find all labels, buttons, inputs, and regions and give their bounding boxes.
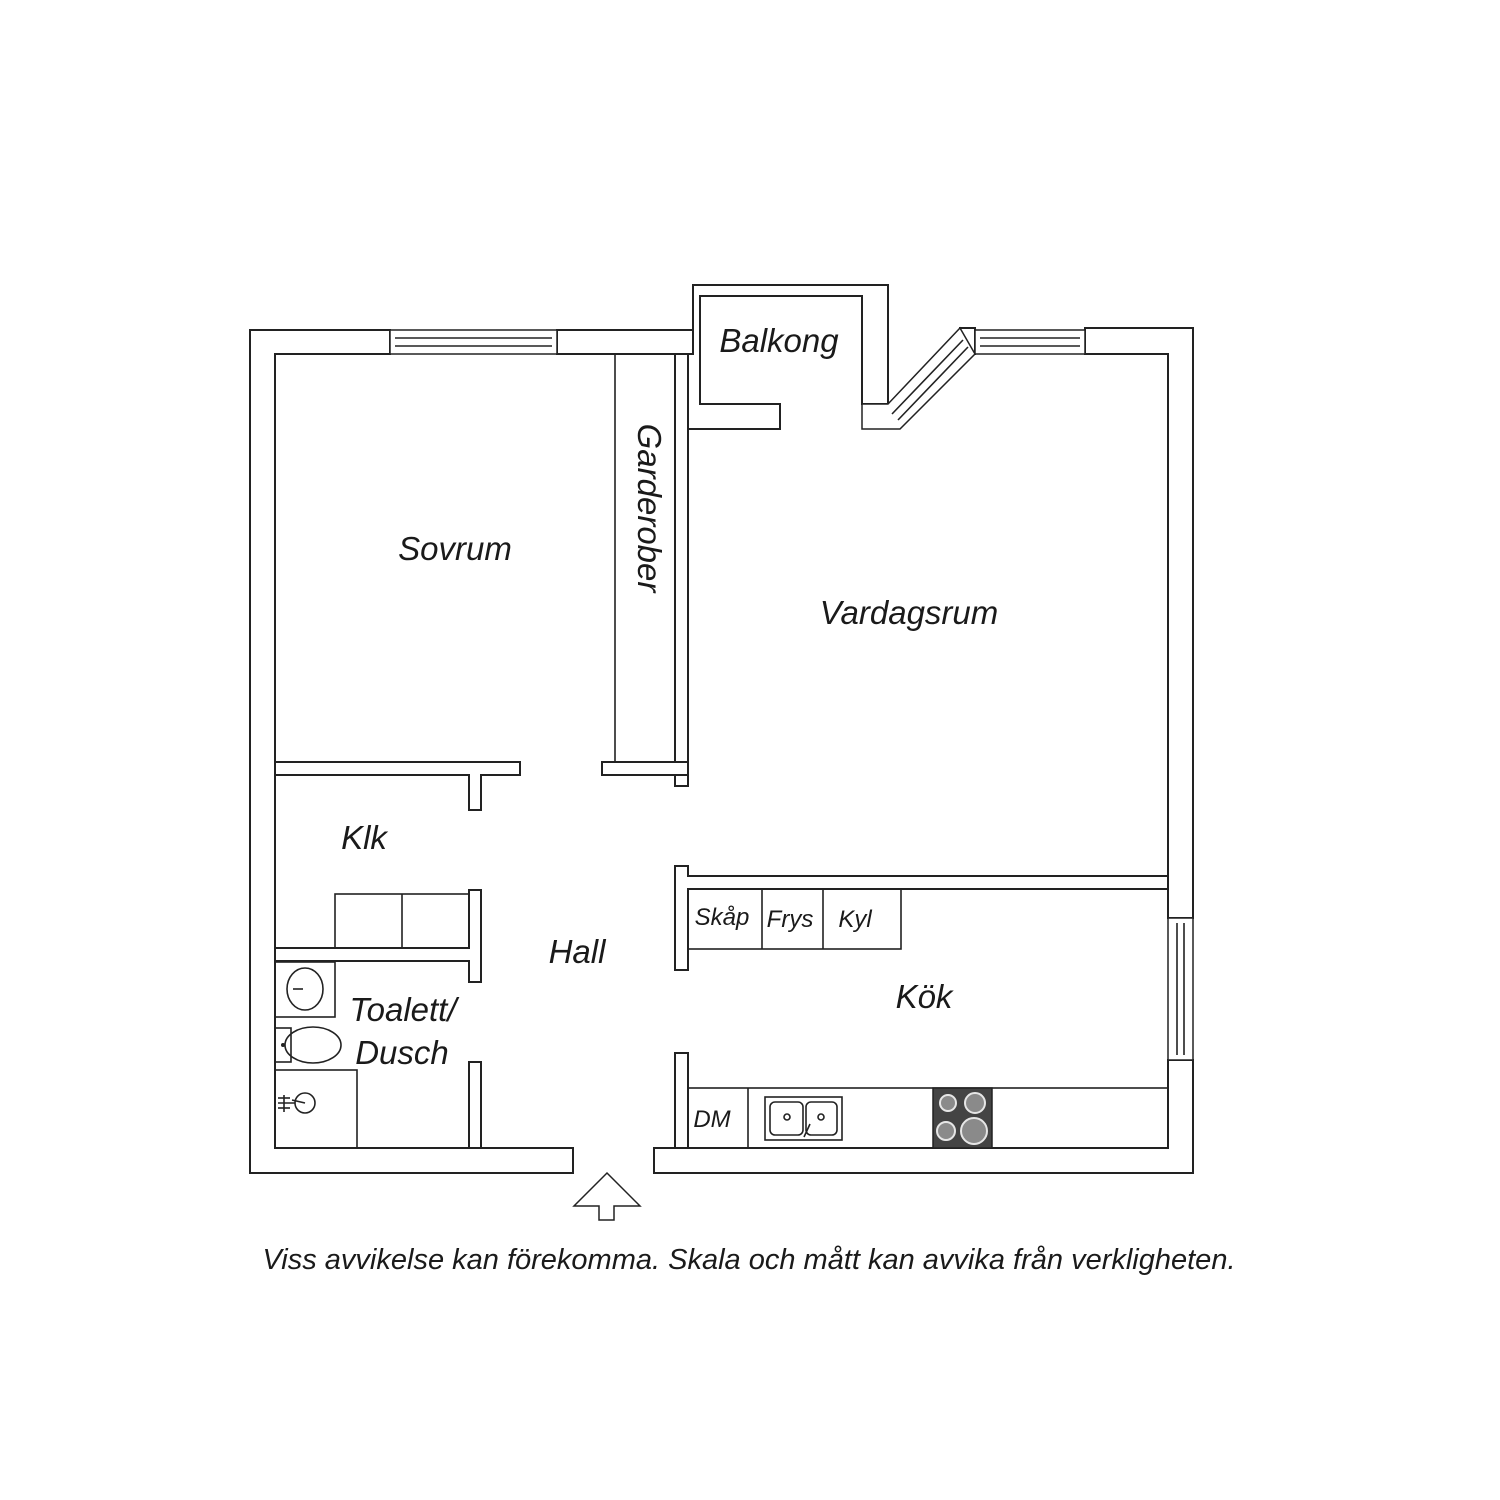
closet-shelves — [334, 893, 470, 949]
kitchen-upper-units — [687, 888, 902, 950]
windows — [389, 326, 1194, 1061]
shower-head-icon — [278, 1092, 316, 1114]
label-toalett: Toalett/ — [349, 991, 459, 1028]
bathroom-fixtures — [274, 961, 358, 1149]
label-hall: Hall — [549, 933, 608, 970]
stove-icon — [932, 1087, 993, 1149]
label-garderober: Garderober — [631, 424, 668, 595]
label-skap: Skåp — [695, 904, 750, 931]
kitchen-sink-icon — [764, 1096, 843, 1141]
disclaimer-text: Viss avvikelse kan förekomma. Skala och … — [262, 1244, 1235, 1276]
label-sovrum: Sovrum — [398, 530, 512, 567]
arrow-up-icon — [572, 1171, 642, 1221]
label-frys: Frys — [767, 906, 814, 933]
label-kyl: Kyl — [838, 906, 872, 933]
kitchen-counter — [687, 1087, 1169, 1149]
label-balkong: Balkong — [719, 322, 839, 359]
label-vardagsrum: Vardagsrum — [820, 594, 999, 631]
interior-walls — [274, 353, 1169, 1149]
label-dm: DM — [693, 1106, 730, 1133]
shower-area — [274, 1069, 358, 1149]
wardrobe-unit — [614, 353, 676, 763]
toilet-icon — [274, 1026, 342, 1064]
sink-cabinet — [274, 961, 336, 1018]
label-kok: Kök — [896, 978, 954, 1015]
label-dusch: Dusch — [355, 1034, 449, 1071]
washbasin-icon — [286, 967, 324, 1011]
label-klk: Klk — [341, 819, 388, 856]
